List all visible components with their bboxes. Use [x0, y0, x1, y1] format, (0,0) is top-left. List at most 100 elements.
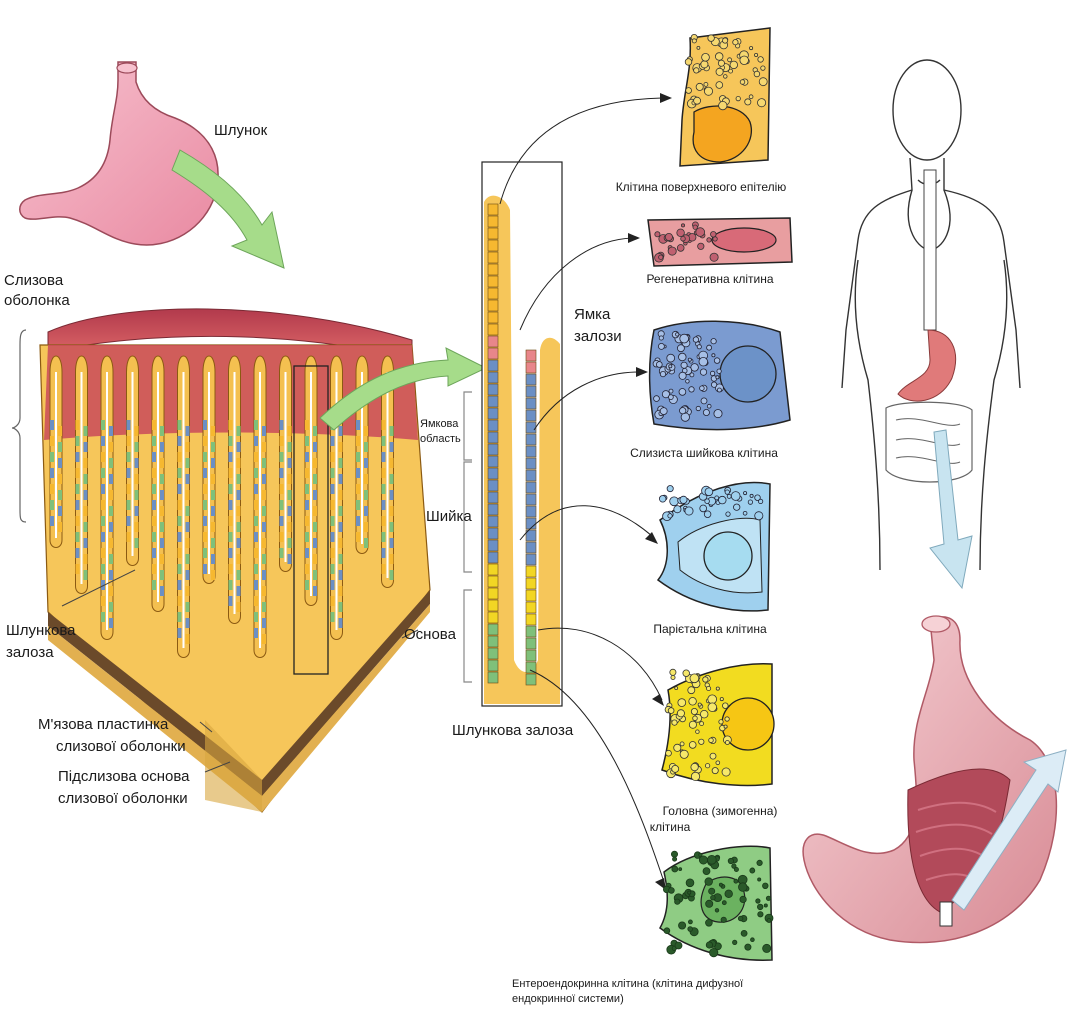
gland-cell — [280, 468, 284, 478]
organelle — [686, 380, 690, 384]
gland-cell — [211, 426, 215, 436]
organelle — [751, 938, 755, 942]
gland-cell — [262, 586, 266, 596]
gland-epithelial-cell — [526, 386, 536, 397]
organelle — [707, 686, 711, 690]
organelle — [681, 224, 684, 227]
gland-cell — [288, 474, 292, 484]
organelle — [758, 57, 764, 63]
organelle — [658, 343, 664, 349]
gland-epithelial-cell — [488, 672, 498, 683]
organelle — [755, 53, 758, 56]
gland-cell — [127, 420, 131, 430]
gland-epithelial-cell — [488, 456, 498, 467]
organelle — [669, 888, 675, 894]
gland-epithelial-cell — [526, 410, 536, 421]
gland-cell — [237, 570, 241, 580]
organelle — [699, 357, 708, 366]
gland-cell — [339, 554, 343, 564]
gland-cell — [356, 532, 360, 542]
gland-pit-label-1: Ямка — [574, 306, 610, 324]
gland-cell — [305, 436, 309, 446]
organelle — [686, 879, 694, 887]
organelle — [680, 408, 686, 414]
gland-cell — [186, 426, 190, 436]
gland-epithelial-cell — [526, 662, 536, 673]
gland-cell — [109, 586, 113, 596]
chief-label-1: Головна (зимогенна) — [630, 804, 810, 819]
gland-cell — [364, 458, 368, 468]
gland-cell — [58, 490, 62, 500]
gland-cell — [305, 548, 309, 558]
gland-cell — [186, 618, 190, 628]
gland-cell — [331, 500, 335, 510]
organelle — [696, 83, 703, 90]
gland-cell — [101, 596, 105, 606]
gland-cell — [229, 532, 233, 542]
organelle — [733, 40, 738, 45]
gastric-gland-label-1: Шлункова — [6, 622, 76, 640]
organelle — [755, 512, 763, 520]
gland-cell — [211, 474, 215, 484]
organelle — [680, 742, 684, 746]
gland-cell — [331, 548, 335, 558]
organelle — [704, 511, 711, 518]
organelle — [756, 899, 760, 903]
gland-epithelial-cell — [488, 564, 498, 575]
organelle — [728, 58, 732, 62]
gland-cell — [305, 564, 309, 574]
gland-cell — [109, 426, 113, 436]
organelle — [690, 674, 699, 683]
gland-cell — [50, 436, 54, 446]
gland-cell — [313, 442, 317, 452]
gland-cell — [364, 474, 368, 484]
gland-cell — [356, 420, 360, 430]
gland-cell — [331, 516, 335, 526]
gland-cell — [382, 532, 386, 542]
gland-epithelial-cell — [526, 494, 536, 505]
organelle — [719, 496, 727, 504]
gland-cell — [288, 490, 292, 500]
gland-epithelial-cell — [488, 396, 498, 407]
gland-cell — [203, 564, 207, 574]
gland-epithelial-cell — [488, 636, 498, 647]
organelle — [689, 387, 694, 392]
gland-cell — [237, 538, 241, 548]
organelle — [757, 860, 762, 865]
gland-cell — [211, 538, 215, 548]
gland-cell — [160, 506, 164, 516]
gland-cell — [84, 474, 88, 484]
organelle — [715, 909, 719, 913]
gland-cell — [152, 564, 156, 574]
organelle — [700, 505, 707, 512]
gland-cell — [313, 474, 317, 484]
organelle — [725, 490, 729, 494]
gland-cell — [356, 436, 360, 446]
gland-cell — [331, 468, 335, 478]
gland-cell — [84, 442, 88, 452]
organelle — [731, 492, 740, 501]
organelle — [716, 687, 719, 690]
gland-cell — [135, 458, 139, 468]
gland-epithelial-cell — [488, 336, 498, 347]
gland-cell — [211, 490, 215, 500]
gland-cell — [101, 548, 105, 558]
gland-cell — [186, 490, 190, 500]
organelle — [757, 904, 763, 910]
gland-cell — [382, 564, 386, 574]
muscularis-label-2: слизової оболонки — [56, 738, 186, 756]
gland-cell — [313, 538, 317, 548]
organelle — [669, 365, 672, 368]
gland-cell — [237, 490, 241, 500]
gland-cell — [84, 570, 88, 580]
organelle — [656, 362, 662, 368]
gland-epithelial-cell — [488, 348, 498, 359]
gland-epithelial-cell — [488, 576, 498, 587]
gland-cell — [101, 516, 105, 526]
gland-cell — [390, 490, 394, 500]
gland-cell — [50, 484, 54, 494]
organelle — [700, 369, 706, 375]
gland-cell — [305, 468, 309, 478]
gland-cell — [288, 458, 292, 468]
organelle — [734, 879, 738, 883]
